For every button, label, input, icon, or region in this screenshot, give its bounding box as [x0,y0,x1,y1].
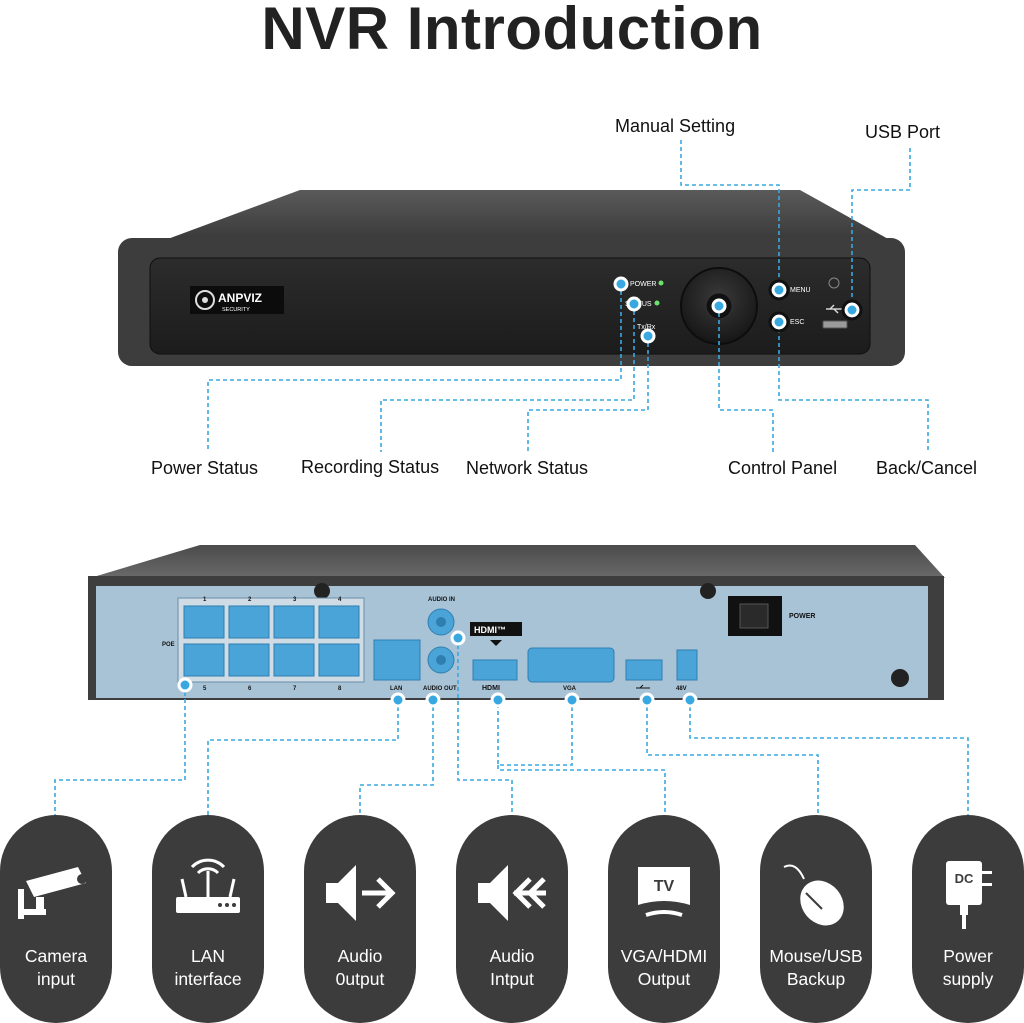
hdmi-port[interactable] [472,659,518,681]
router-icon [176,858,240,913]
poe-ports[interactable] [183,605,360,677]
rear-usb-port[interactable] [625,659,663,681]
brand-name: ANPVIZ [218,291,262,305]
feature-line1: Audio [489,946,535,966]
feature-line1: Camera [24,946,88,966]
front-usb-port[interactable] [822,320,848,329]
tv-icon: TV [638,867,690,917]
feature-line2: Output [637,969,691,989]
rear-top-surface [90,545,945,578]
feature-line2: supply [942,969,994,989]
front-top-surface [165,190,890,240]
power-label: POWER [789,613,815,620]
poe-label: POE [162,642,175,648]
port-num: 3 [293,597,297,603]
esc-label: ESC [790,319,804,326]
led-power-label: POWER [630,281,656,288]
usb-symbol-icon [636,684,650,689]
label-back-cancel: Back/Cancel [876,458,978,478]
label-power-status: Power Status [151,458,259,478]
front-button-rings[interactable] [768,279,863,333]
brand-logo-icon [195,290,215,310]
nvr-front-view: ANPVIZ SECURITY POWER STATUS Tx/Rx MENU … [118,190,905,366]
port-num: 4 [338,597,342,603]
label-manual-setting: Manual Setting [615,116,736,136]
screw-icon [700,583,716,599]
feature-line1: VGA/HDMI [620,946,708,966]
port-num: 8 [338,686,342,692]
label-usb-port: USB Port [865,122,941,142]
mouse-icon [783,864,844,926]
feature-audio-output: Audio 0utput [304,815,416,1023]
port-num: 5 [203,686,207,692]
tv-text: TV [654,878,675,895]
feature-line1: Mouse/USB [769,946,863,966]
port-num: 1 [203,597,207,603]
nvr-rear-view: POE 1 2 3 4 5 6 7 8 LAN AUDIO IN AUDIO O… [88,545,945,700]
label-network-status: Network Status [466,458,589,478]
rear-callout-dots [177,630,698,708]
label-control-panel: Control Panel [728,458,838,478]
feature-mouse-usb-backup: Mouse/USB Backup [760,815,872,1023]
front-callout-dots [613,276,860,344]
hdmi-logo: HDMI™ [474,625,506,635]
screw-icon [314,583,330,599]
feature-vga-hdmi-output: TV VGA/HDMI Output [608,815,720,1023]
feature-line2: Intput [490,969,534,989]
feature-lan-interface: LAN interface [152,815,264,1023]
feature-line2: 0utput [335,969,385,989]
brand-sub: SECURITY [222,307,250,313]
hdmi-arrow-icon [490,640,502,646]
front-callout-lines [207,140,929,452]
page-title: NVR Introduction [261,0,763,62]
feature-line1: Audio [337,946,383,966]
rear-callout-lines [54,638,969,830]
audio-out-label: AUDIO OUT [423,686,457,692]
feature-line2: input [37,969,75,989]
vga-port[interactable] [527,647,615,683]
ir-sensor [828,277,840,289]
audio-output-icon [326,865,396,921]
dc-label: 48V [676,686,687,692]
feature-line1: LAN [190,946,226,966]
port-num: 7 [293,686,297,692]
feature-line1: Power [943,946,993,966]
hdmi-logo-plate [470,622,522,636]
feature-line2: Backup [786,969,846,989]
led-status [654,300,660,306]
feature-camera-input: Camera input [0,815,112,1023]
usb-symbol-icon [826,304,842,314]
vga-label: VGA [563,686,577,692]
port-num: 2 [248,597,252,603]
lan-label: LAN [390,686,402,692]
led-txrx-label: Tx/Rx [637,324,656,331]
port-num: 6 [248,686,252,692]
menu-label: MENU [790,287,811,294]
audio-in-label: AUDIO IN [428,597,455,603]
camera-icon [18,867,87,919]
ground-screw-icon [891,669,909,687]
dc-text: DC [955,871,974,886]
power-adapter-icon: DC [946,861,992,929]
led-power [658,280,664,286]
hdmi-label: HDMI [482,685,500,692]
lan-port[interactable] [373,639,421,681]
label-recording-status: Recording Status [301,457,440,477]
audio-input-icon [478,865,546,921]
feature-power-supply: DC Power supply [912,815,1024,1023]
feature-line2: interface [174,969,242,989]
dc-power-jack[interactable] [676,649,698,681]
